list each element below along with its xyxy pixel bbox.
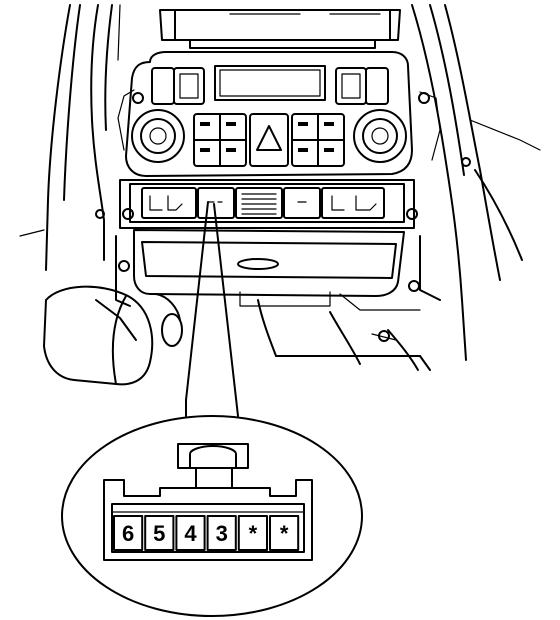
btn-indicator-1 [200, 122, 210, 126]
pin-cell: 3 [206, 515, 237, 551]
lower-console [95, 229, 441, 371]
top-right-button-1-face [341, 73, 361, 99]
btn-indicator-7 [298, 148, 308, 152]
lower-screw [378, 330, 390, 342]
pin-cell: 4 [175, 515, 206, 551]
climate-display-area [151, 65, 389, 105]
display-window [214, 65, 326, 101]
shift-boot-button [161, 313, 183, 347]
pin-label: 6 [122, 521, 134, 546]
pin-label: 4 [184, 521, 197, 546]
dashboard-structure [45, 4, 541, 361]
pin-label: * [280, 521, 289, 546]
right-knob [353, 109, 407, 163]
pin-box [113, 515, 144, 551]
top-right-button-2 [365, 67, 389, 105]
left-knob [131, 109, 185, 163]
center-button-block [193, 113, 345, 167]
connector-latch-outer [177, 443, 249, 469]
btn-indicator-3 [200, 148, 210, 152]
btn-indicator-4 [226, 148, 236, 152]
seat-heater-left-switch [141, 187, 197, 219]
console-badge [237, 258, 279, 270]
pin-label: 5 [153, 521, 165, 546]
connector-body [103, 479, 313, 561]
pin-cell: 6 [113, 515, 144, 551]
btn-indicator-2 [226, 122, 236, 126]
display-inner [219, 69, 321, 97]
pin-box [144, 515, 175, 551]
switch-panel [119, 179, 415, 229]
pin-label: * [249, 521, 258, 546]
seat-heater-right-switch [321, 187, 385, 219]
btn-indicator-6 [324, 122, 334, 126]
pin-box [206, 515, 237, 551]
pin-box [269, 515, 300, 551]
pin-cell: * [237, 515, 269, 551]
hazard-button [249, 113, 289, 167]
top-left-button-1-face [179, 73, 199, 99]
grille-switch [235, 187, 283, 219]
pin-label: 3 [216, 521, 228, 546]
pin-box [175, 515, 206, 551]
top-left-button-2 [151, 67, 175, 105]
middle-right-switch [283, 187, 321, 219]
connector-face [111, 503, 305, 553]
screw-heads [95, 92, 471, 292]
callout-leader [185, 201, 239, 417]
btn-indicator-5 [298, 122, 308, 126]
pin-box [237, 515, 269, 551]
btn-indicator-8 [324, 148, 334, 152]
pin-cell: 5 [144, 515, 175, 551]
hazard-triangle-icon [256, 125, 282, 151]
connector-latch-tab [189, 445, 237, 469]
pin-cell: * [269, 515, 300, 551]
gear-shift-knob [19, 229, 183, 386]
